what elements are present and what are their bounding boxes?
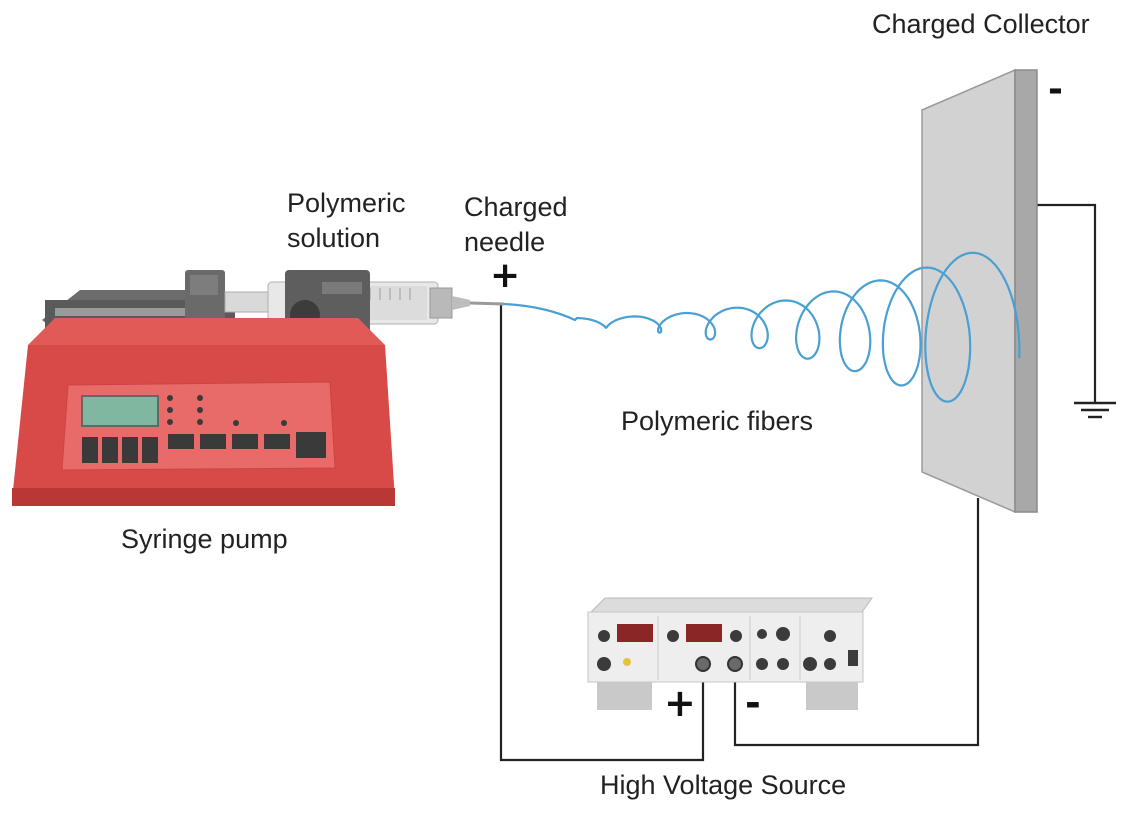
needle-to-source-wire (499, 305, 705, 762)
syringe-pump-icon (12, 270, 505, 506)
needle-positive-sign: + (490, 255, 521, 296)
source-to-collector-wire (733, 498, 980, 747)
charged-collector-label: Charged Collector (872, 9, 1090, 39)
collector-ground-wire (1036, 203, 1097, 402)
polymeric-fiber-jet (503, 251, 1021, 403)
polymeric-solution-label-line1: Polymeric (287, 188, 406, 218)
collector-plate-icon (921, 68, 1038, 514)
syringe-pump-label: Syringe pump (121, 524, 288, 554)
circuit-wires (499, 203, 1097, 762)
collector-negative-sign: - (1048, 69, 1063, 110)
charged-needle-label-line1: Charged (464, 192, 568, 222)
ground-symbol-icon (1074, 401, 1116, 419)
source-positive-sign: + (664, 681, 696, 725)
polymeric-solution-label-line2: solution (287, 223, 381, 253)
charged-needle-label-line2: needle (464, 227, 546, 257)
source-negative-sign: - (745, 681, 761, 725)
high-voltage-source-label: High Voltage Source (600, 770, 847, 800)
polymeric-fibers-label: Polymeric fibers (621, 406, 814, 436)
high-voltage-source-icon (586, 597, 873, 710)
